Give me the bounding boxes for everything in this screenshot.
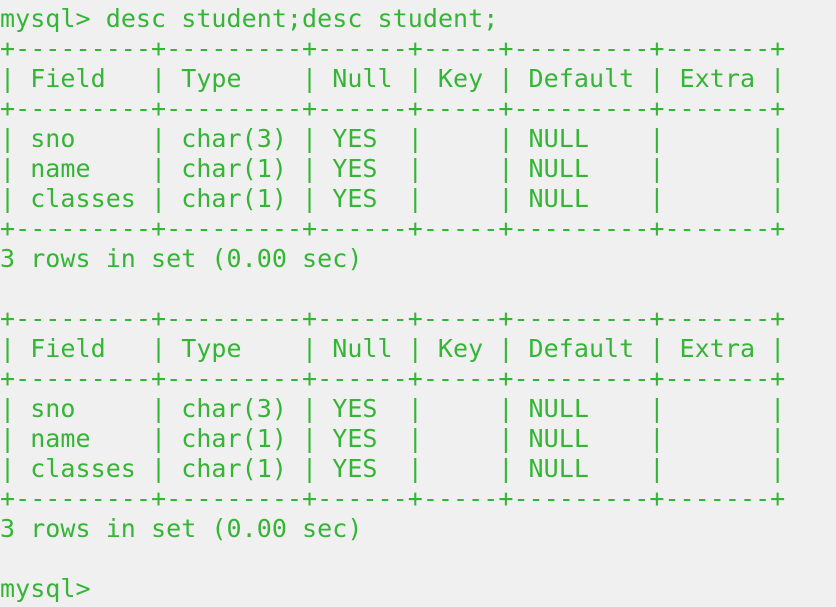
table-1-summary: 3 rows in set (0.00 sec) xyxy=(0,244,363,273)
table-2-header: | Field | Type | Null | Key | Default | … xyxy=(0,334,786,363)
table-1-border-bottom: +---------+---------+------+-----+------… xyxy=(0,214,786,243)
table-1-row-name: | name | char(1) | YES | | NULL | | xyxy=(0,154,786,183)
final-prompt[interactable]: mysql> xyxy=(0,574,91,603)
command-line: mysql> desc student;desc student; xyxy=(0,4,498,34)
table-1-row-classes: | classes | char(1) | YES | | NULL | | xyxy=(0,184,786,213)
table-1-border-header: +---------+---------+------+-----+------… xyxy=(0,94,786,123)
table-2-row-name: | name | char(1) | YES | | NULL | | xyxy=(0,424,786,453)
table-2-border-header: +---------+---------+------+-----+------… xyxy=(0,364,786,393)
table-1-header: | Field | Type | Null | Key | Default | … xyxy=(0,64,786,93)
table-2-row-classes: | classes | char(1) | YES | | NULL | | xyxy=(0,454,786,483)
table-2-border-bottom: +---------+---------+------+-----+------… xyxy=(0,484,786,513)
table-1-row-sno: | sno | char(3) | YES | | NULL | | xyxy=(0,124,786,153)
table-2-summary: 3 rows in set (0.00 sec) xyxy=(0,514,363,543)
table-2-row-sno: | sno | char(3) | YES | | NULL | | xyxy=(0,394,786,423)
table-2-border-top: +---------+---------+------+-----+------… xyxy=(0,304,786,333)
command-text: desc student;desc student; xyxy=(105,4,499,33)
prompt: mysql> xyxy=(0,4,106,33)
table-1-border-top: +---------+---------+------+-----+------… xyxy=(0,34,786,63)
